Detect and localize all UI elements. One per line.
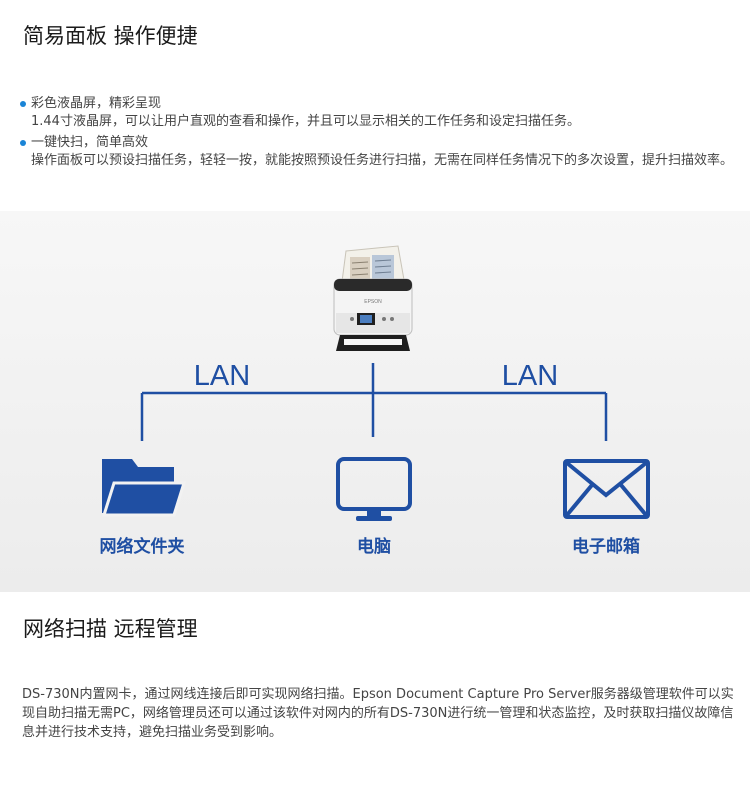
folder-icon	[101, 459, 187, 517]
node-label-folder: 网络文件夹	[100, 536, 185, 557]
node-label-email: 电子邮箱	[572, 536, 640, 557]
feature-bullet-one-touch: 一键快扫，简单高效 操作面板可以预设扫描任务，轻轻一按，就能按照预设任务进行扫描…	[20, 134, 735, 170]
lan-label-right: LAN	[502, 360, 558, 392]
bullet-body: 操作面板可以预设扫描任务，轻轻一按，就能按照预设任务进行扫描，无需在同样任务情况…	[31, 153, 734, 168]
network-diagram-svg: EPSON LAN LAN 网络文件夹	[100, 245, 650, 557]
envelope-icon	[563, 459, 650, 519]
bullet-dot-icon	[20, 101, 26, 107]
lan-label-left: LAN	[194, 360, 250, 392]
bullet-body: 1.44寸液晶屏，可以让用户直观的查看和操作，并且可以显示相关的工作任务和设定扫…	[31, 114, 580, 129]
network-diagram: EPSON LAN LAN 网络文件夹	[0, 211, 750, 592]
network-scan-paragraph: DS-730N内置网卡，通过网线连接后即可实现网络扫描。Epson Docume…	[22, 687, 734, 740]
network-lines	[140, 363, 608, 441]
bullet-dot-icon	[20, 140, 26, 146]
section-title-network-scan: 网络扫描 远程管理	[23, 617, 198, 641]
node-label-pc: 电脑	[357, 536, 391, 557]
feature-bullet-lcd: 彩色液晶屏，精彩呈现 1.44寸液晶屏，可以让用户直观的查看和操作，并且可以显示…	[20, 95, 735, 131]
bullet-heading: 一键快扫，简单高效	[31, 135, 149, 150]
bullet-heading: 彩色液晶屏，精彩呈现	[31, 96, 162, 111]
scanner-icon	[333, 245, 413, 351]
scanner-brand-label: EPSON	[364, 299, 382, 305]
section-title-simple-panel: 简易面板 操作便捷	[23, 24, 198, 48]
monitor-icon	[336, 457, 412, 521]
